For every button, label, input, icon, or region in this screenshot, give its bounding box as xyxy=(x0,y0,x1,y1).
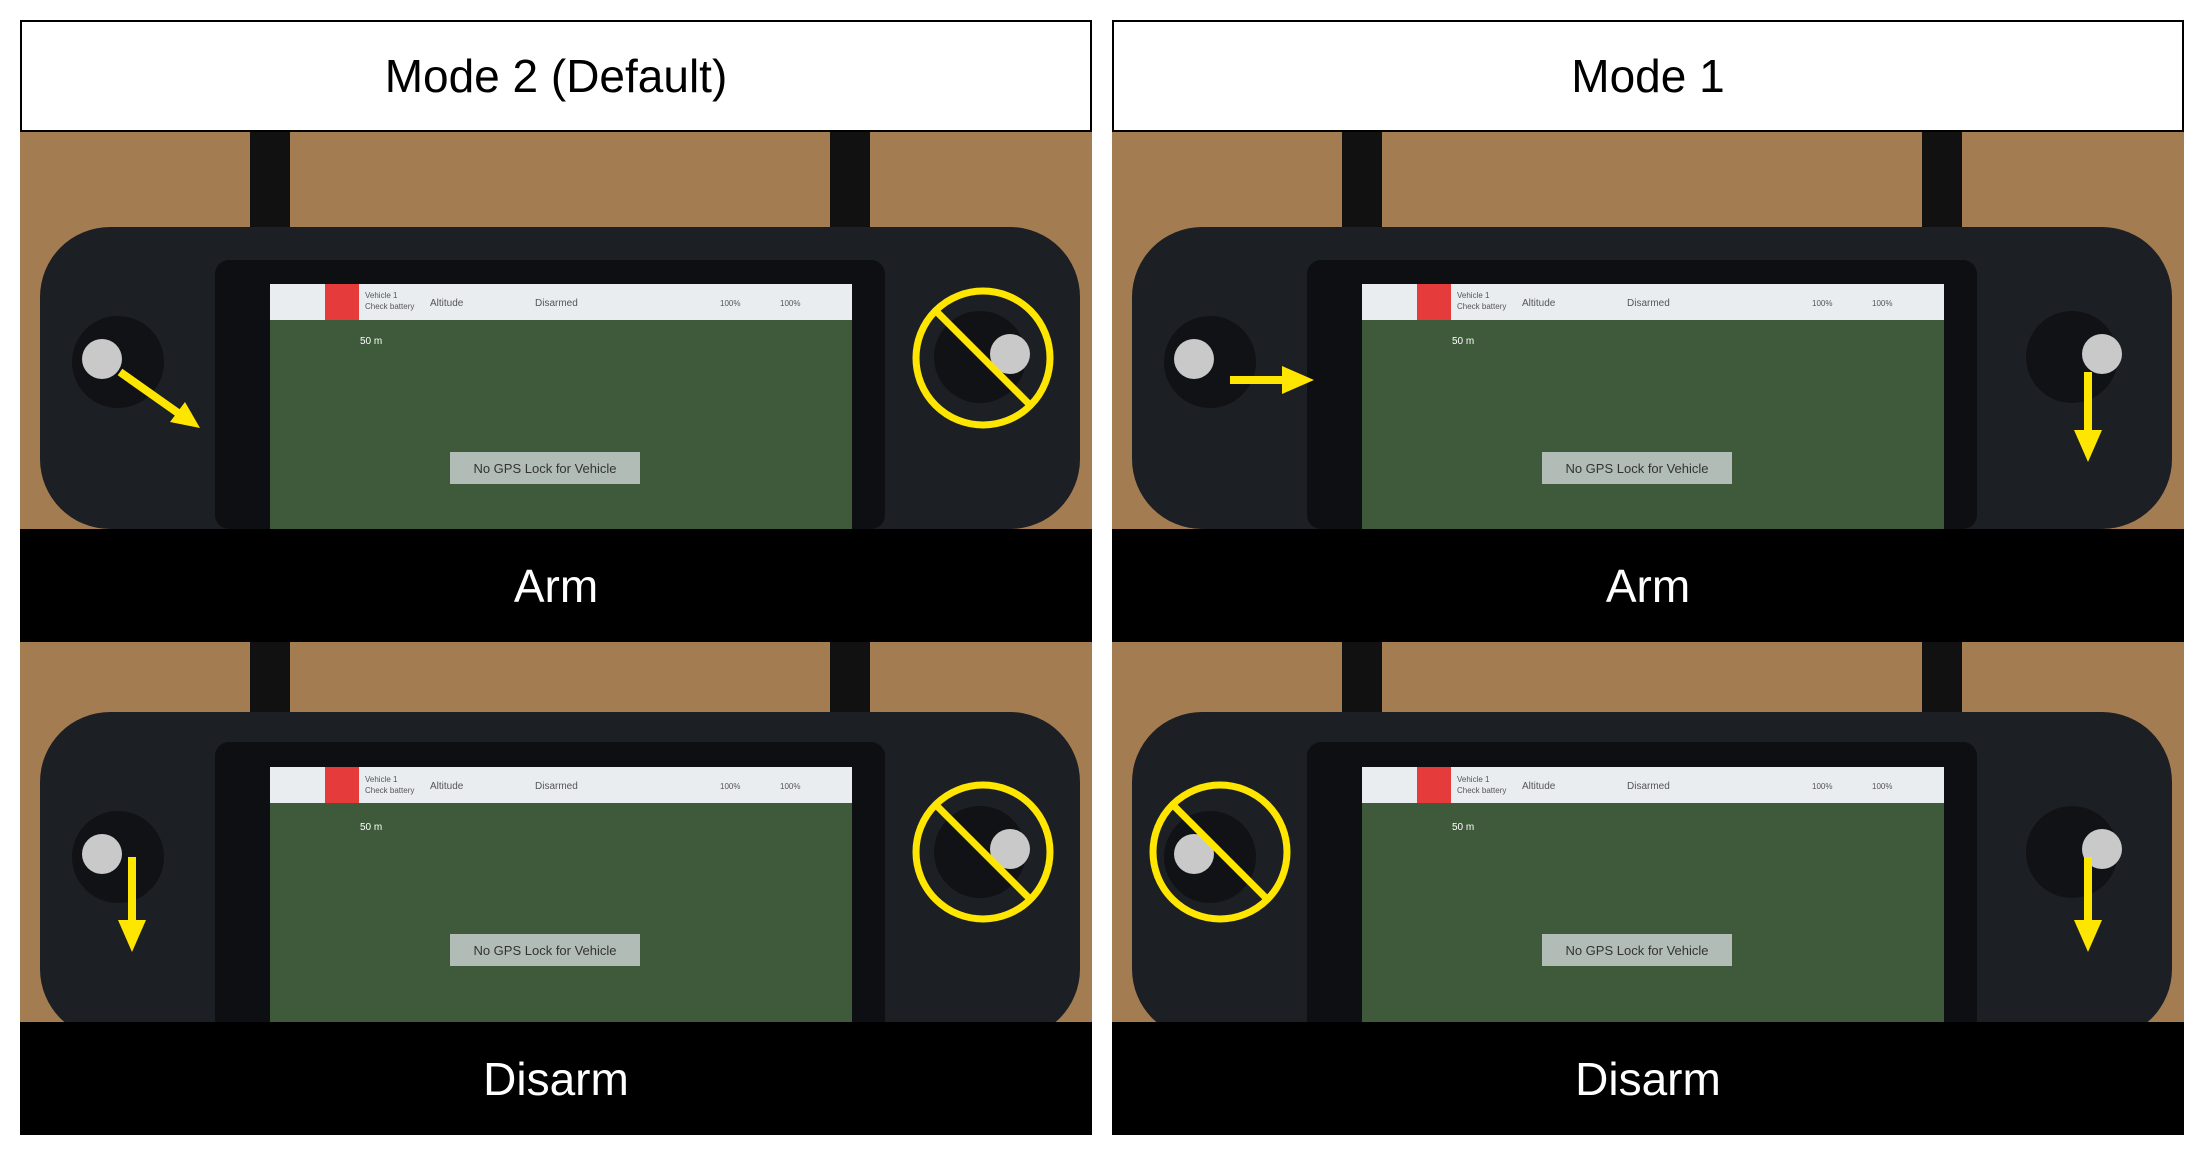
svg-text:Vehicle 1: Vehicle 1 xyxy=(365,291,398,300)
gps-map xyxy=(1362,767,1944,1039)
svg-text:Disarmed: Disarmed xyxy=(535,781,578,792)
svg-text:Vehicle 1: Vehicle 1 xyxy=(1457,291,1490,300)
arm-caption: Arm xyxy=(1112,529,2184,642)
svg-text:Disarmed: Disarmed xyxy=(1627,298,1670,309)
disarm-caption: Disarm xyxy=(20,1022,1092,1135)
svg-text:100%: 100% xyxy=(780,299,800,308)
svg-text:50 m: 50 m xyxy=(360,336,382,347)
svg-text:100%: 100% xyxy=(1872,782,1892,791)
svg-text:100%: 100% xyxy=(1812,299,1832,308)
arrow-down-icon xyxy=(2074,857,2102,952)
controller-photo: Vehicle 1 Check battery Altitude Disarme… xyxy=(20,132,1092,529)
gps-map xyxy=(1362,284,1944,529)
no-action-icon xyxy=(912,781,1054,923)
arrow-down-right-icon xyxy=(117,368,200,428)
controller-photo: Vehicle 1 Check battery Altitude Disarme… xyxy=(20,642,1092,1039)
svg-text:100%: 100% xyxy=(1872,299,1892,308)
svg-text:Vehicle 1: Vehicle 1 xyxy=(1457,775,1490,784)
arrow-down-icon xyxy=(118,857,146,952)
svg-text:No GPS Lock for Vehicle: No GPS Lock for Vehicle xyxy=(473,461,616,476)
mode-1-arm-photo: Vehicle 1 Check battery Altitude Disarme… xyxy=(1112,132,2184,529)
svg-text:50 m: 50 m xyxy=(1452,336,1474,347)
svg-text:Altitude: Altitude xyxy=(430,298,464,309)
svg-text:No GPS Lock for Vehicle: No GPS Lock for Vehicle xyxy=(473,943,616,958)
svg-text:No GPS Lock for Vehicle: No GPS Lock for Vehicle xyxy=(1565,461,1708,476)
svg-text:Disarmed: Disarmed xyxy=(535,298,578,309)
svg-text:50 m: 50 m xyxy=(1452,822,1474,833)
mode-2-disarm-photo: Vehicle 1 Check battery Altitude Disarme… xyxy=(20,642,1092,1039)
disarm-caption: Disarm xyxy=(1112,1022,2184,1135)
svg-text:No GPS Lock for Vehicle: No GPS Lock for Vehicle xyxy=(1565,943,1708,958)
no-action-icon xyxy=(1149,781,1291,923)
mode-2-panel: Mode 2 (Default) Vehicle 1 Check battery… xyxy=(20,20,1092,1135)
svg-text:Altitude: Altitude xyxy=(430,781,464,792)
svg-text:Altitude: Altitude xyxy=(1522,298,1556,309)
controller-photo: Vehicle 1 Check battery Altitude Disarme… xyxy=(1112,132,2184,529)
mode-1-disarm-photo: Vehicle 1 Check battery Altitude Disarme… xyxy=(1112,642,2184,1039)
svg-text:50 m: 50 m xyxy=(360,822,382,833)
arrow-right-icon xyxy=(1230,366,1314,394)
svg-text:Check battery: Check battery xyxy=(365,302,414,311)
mode-1-panel: Mode 1 Vehicle 1 Check battery Altitude … xyxy=(1112,20,2184,1135)
gps-map xyxy=(270,284,852,529)
svg-text:Check battery: Check battery xyxy=(1457,302,1506,311)
svg-text:100%: 100% xyxy=(780,782,800,791)
svg-text:Altitude: Altitude xyxy=(1522,781,1556,792)
svg-text:Check battery: Check battery xyxy=(1457,786,1506,795)
svg-text:Check battery: Check battery xyxy=(365,786,414,795)
arrow-down-icon xyxy=(2074,372,2102,462)
mode-2-arm-photo: Vehicle 1 Check battery Altitude Disarme… xyxy=(20,132,1092,529)
no-action-icon xyxy=(912,287,1054,429)
svg-text:Disarmed: Disarmed xyxy=(1627,781,1670,792)
controller-photo: Vehicle 1 Check battery Altitude Disarme… xyxy=(1112,642,2184,1039)
svg-text:100%: 100% xyxy=(1812,782,1832,791)
svg-text:Vehicle 1: Vehicle 1 xyxy=(365,775,398,784)
gps-map xyxy=(270,767,852,1039)
svg-text:100%: 100% xyxy=(720,299,740,308)
svg-text:100%: 100% xyxy=(720,782,740,791)
mode-1-title: Mode 1 xyxy=(1112,20,2184,132)
arm-caption: Arm xyxy=(20,529,1092,642)
mode-2-title: Mode 2 (Default) xyxy=(20,20,1092,132)
